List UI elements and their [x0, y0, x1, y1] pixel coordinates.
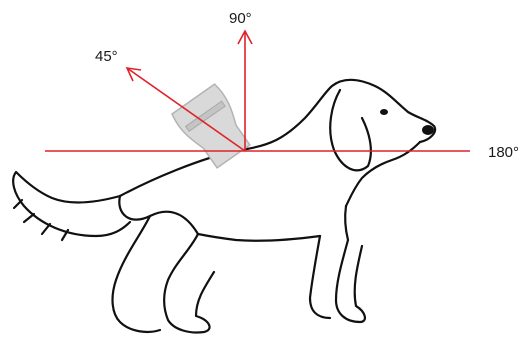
dog-tail-fur: [12, 198, 70, 242]
dog-ear: [329, 88, 372, 172]
label-180-degrees: 180°: [488, 144, 519, 161]
dog-hind-leg-near: [163, 232, 216, 334]
device-on-back: [171, 83, 251, 169]
device-ring: [184, 100, 226, 133]
dog-eye: [380, 109, 388, 115]
dog-belly: [196, 232, 322, 242]
dog-back-outline: [118, 78, 437, 198]
label-90-degrees: 90°: [229, 10, 252, 27]
device-body: [171, 83, 251, 169]
angle-reference-lines: [45, 29, 470, 152]
arrowhead-90: [237, 29, 253, 45]
dog-hind-leg-far: [111, 214, 162, 333]
arrowhead-45: [125, 67, 142, 82]
dog-nose: [422, 125, 434, 135]
dog-muzzle: [344, 140, 422, 208]
dog-illustration: [12, 78, 437, 334]
dog-thigh: [118, 194, 200, 236]
dog-chest: [344, 204, 350, 242]
dog-front-leg-far: [308, 234, 332, 320]
dog-front-leg-near: [334, 238, 366, 324]
label-45-degrees: 45°: [95, 48, 118, 65]
diagonal-line-45: [126, 67, 246, 152]
dog-tail: [12, 170, 132, 238]
